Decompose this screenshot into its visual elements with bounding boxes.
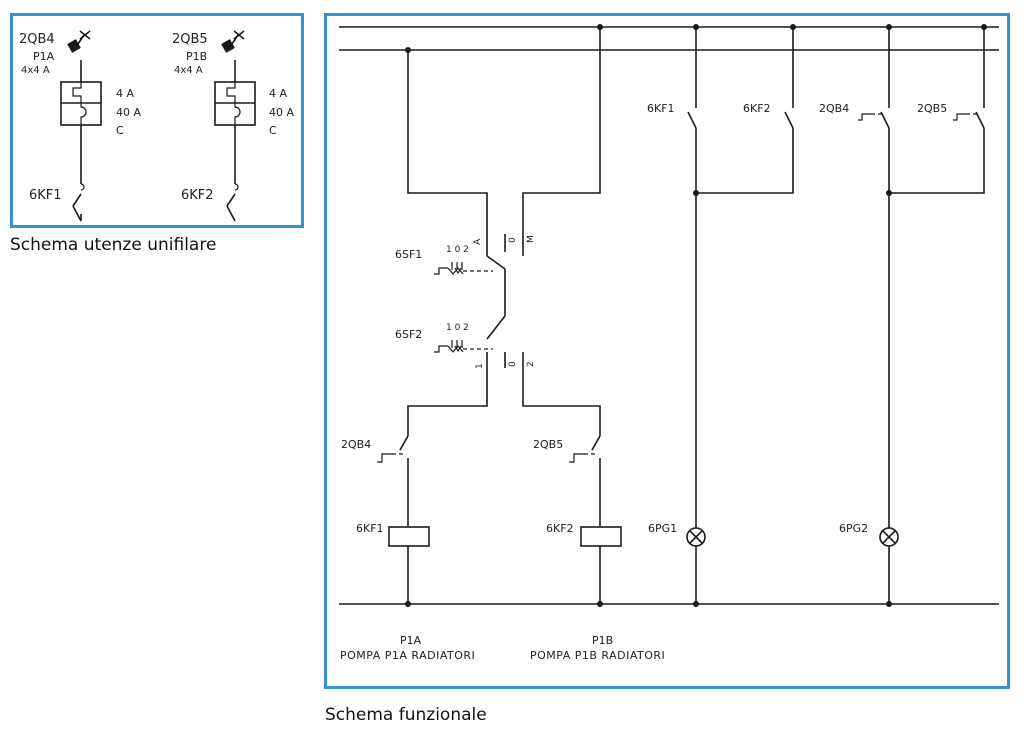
load-label: P1B [186,50,207,63]
coil-6kf1: 6KF1 [356,522,430,604]
curve-label: C [269,124,277,137]
breaker-actuator-icon [67,39,81,53]
contact-label: A [473,238,483,245]
breaker-actuator-icon [221,39,235,53]
feeder-2: 2QB5 P1B 4x4 A 4 A 40 A C 6KF2 [172,30,294,222]
contact-label: 1 [475,363,485,369]
contact-label: 2QB4 [341,438,371,451]
coil-label: 6KF2 [546,522,574,535]
poles-label: 4x4 A [174,65,203,76]
aux-contact-label: 2QB4 [819,102,849,115]
contactor-contact-icon [72,193,82,207]
branch-contact-2qb4: 2QB4 [341,435,409,526]
lamp-circuit-6pg2: 2QB4 2QB5 6PG2 [819,27,985,604]
single-line-diagram: 2QB4 P1A 4x4 A 4 A 40 A C 6KF1 [19,30,294,222]
setting-label: 4 A [269,87,287,100]
lamp-circuit-6pg1: 6KF1 6KF2 6PG1 [647,27,794,604]
functional-diagram: A 0 M 6SF1 1 0 2 6SF2 1 0 2 1 0 [339,24,999,662]
contact-label: M [526,235,536,243]
contact-label: 2 [526,361,536,367]
load-desc: POMPA P1A RADIATORI [340,649,475,662]
contactor-contact-icon [226,193,236,207]
setting-label: 4 A [116,87,134,100]
breaker-label: 2QB5 [172,32,208,47]
selector-label: 6SF2 [395,328,422,341]
coil-icon [388,526,430,547]
contact-label: 0 [508,361,518,367]
poles-label: 4x4 A [21,65,50,76]
breaker-label: 2QB4 [19,32,55,47]
rating-label: 40 A [269,106,294,119]
rating-label: 40 A [116,106,141,119]
branch-contact-2qb5: 2QB5 [533,435,601,526]
aux-contact-label: 6KF1 [647,102,675,115]
load-id: P1A [400,634,422,647]
contactor-label: 6KF1 [29,188,62,203]
functional-diagram-panel: A 0 M 6SF1 1 0 2 6SF2 1 0 2 1 0 [324,13,1010,689]
selector-6sf2: 6SF2 1 0 2 1 0 2 [395,315,536,388]
contactor-label: 6KF2 [181,188,214,203]
curve-label: C [116,124,124,137]
selector-label: 6SF1 [395,248,422,261]
aux-contact-label: 2QB5 [917,102,947,115]
load-desc: POMPA P1B RADIATORI [530,649,665,662]
coil-6kf2: 6KF2 [546,522,622,604]
contact-label: 2QB5 [533,438,563,451]
lamp-label: 6PG1 [648,522,677,535]
single-line-caption: Schema utenze unifilare [10,235,217,255]
positions-label: 1 0 2 [446,245,469,255]
coil-label: 6KF1 [356,522,384,535]
lamp-label: 6PG2 [839,522,868,535]
contact-label: 0 [508,237,518,243]
single-line-diagram-panel: 2QB4 P1A 4x4 A 4 A 40 A C 6KF1 [10,13,304,228]
functional-caption: Schema funzionale [325,705,487,725]
load-id: P1B [592,634,613,647]
positions-label: 1 0 2 [446,323,469,333]
feeder-1: 2QB4 P1A 4x4 A 4 A 40 A C 6KF1 [19,30,141,222]
selector-6sf1: A 0 M 6SF1 1 0 2 [395,216,536,316]
aux-contact-label: 6KF2 [743,102,771,115]
load-label: P1A [33,50,55,63]
coil-icon [580,526,622,547]
